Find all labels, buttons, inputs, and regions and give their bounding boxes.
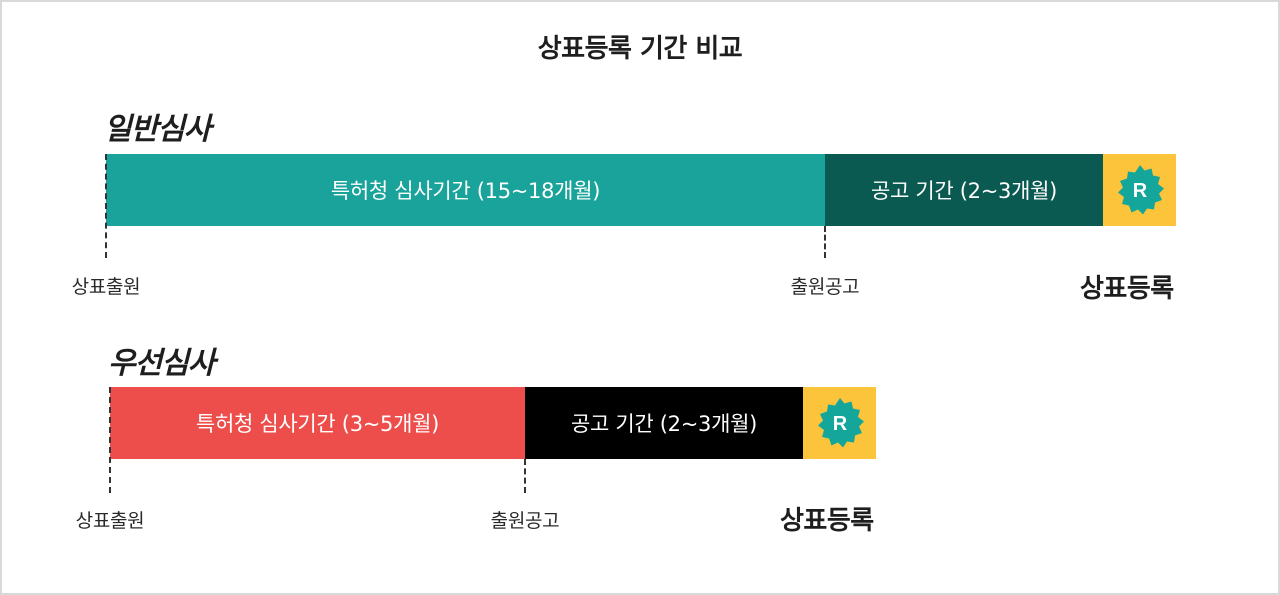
general-start-label: 상표출원 bbox=[71, 276, 141, 298]
priority-exam-segment: 특허청 심사기간 (3~5개월) bbox=[110, 387, 525, 459]
general-mid-tick bbox=[824, 226, 826, 258]
general-end-label: 상표등록 bbox=[1080, 274, 1174, 304]
general-exam-segment: 특허청 심사기간 (15~18개월) bbox=[106, 154, 825, 226]
registered-seal-icon: R bbox=[817, 398, 864, 448]
priority-notice-segment-label: 공고 기간 (2~3개월) bbox=[570, 412, 758, 436]
general-mid-label: 출원공고 bbox=[790, 276, 860, 298]
general-start-tick bbox=[105, 154, 107, 258]
diagram-title: 상표등록 기간 비교 bbox=[537, 34, 743, 64]
priority-start-tick bbox=[109, 387, 111, 493]
priority-registered-badge: R bbox=[803, 387, 876, 459]
general-exam-label: 일반심사 bbox=[104, 112, 211, 147]
priority-exam-segment-label: 특허청 심사기간 (3~5개월) bbox=[195, 412, 440, 436]
priority-end-label: 상표등록 bbox=[780, 506, 874, 536]
general-notice-segment-label: 공고 기간 (2~3개월) bbox=[870, 179, 1058, 203]
general-registered-badge: R bbox=[1103, 154, 1176, 226]
registered-seal-icon: R bbox=[1117, 165, 1164, 215]
general-badge-letter: R bbox=[1132, 180, 1147, 202]
priority-mid-label: 출원공고 bbox=[490, 510, 560, 532]
general-notice-segment: 공고 기간 (2~3개월) bbox=[825, 154, 1103, 226]
priority-exam-label: 우선심사 bbox=[108, 346, 215, 381]
priority-badge-letter: R bbox=[832, 413, 847, 435]
priority-notice-segment: 공고 기간 (2~3개월) bbox=[525, 387, 803, 459]
priority-mid-tick bbox=[524, 459, 526, 493]
priority-start-label: 상표출원 bbox=[75, 510, 145, 532]
general-exam-segment-label: 특허청 심사기간 (15~18개월) bbox=[330, 179, 601, 203]
